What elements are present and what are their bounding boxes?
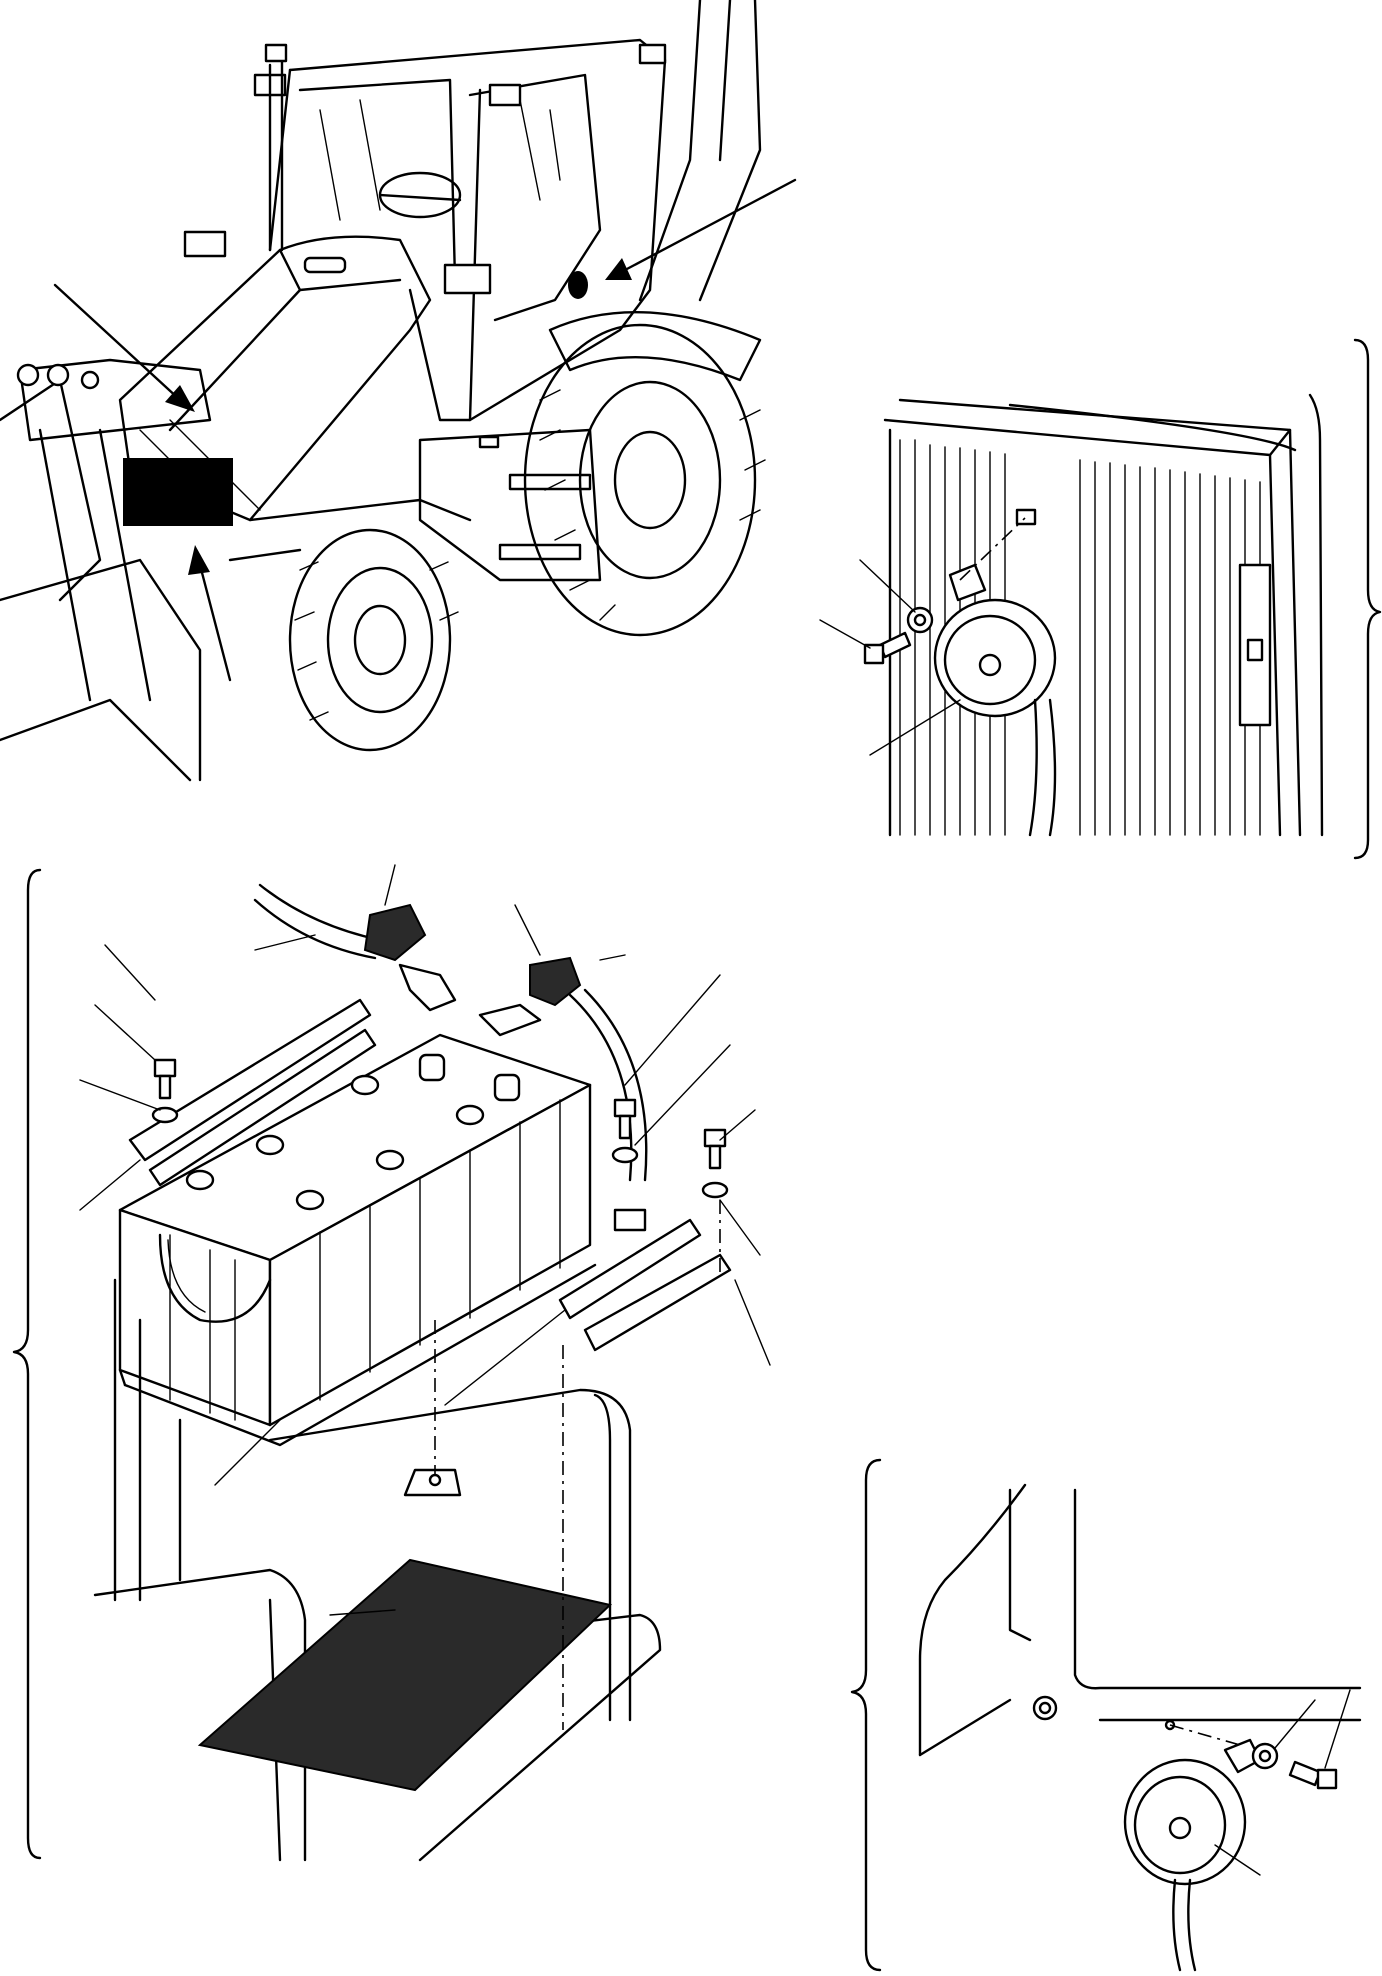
loader-arm — [0, 358, 212, 782]
hold-down-bolts — [151, 1058, 729, 1199]
rubber-mat — [197, 1558, 613, 1792]
horn-icon — [933, 563, 1057, 837]
battery-tray — [93, 1278, 662, 1862]
washer — [906, 606, 934, 634]
battery-exploded-panel — [12, 864, 771, 1862]
horn-icon-front — [1123, 1738, 1262, 1972]
machine-overview-panel — [0, 0, 797, 782]
battery-icon — [118, 1033, 597, 1447]
rear-wheel — [523, 323, 766, 637]
fender-steps — [418, 311, 762, 582]
front-wheel — [288, 528, 459, 752]
battery-cables — [253, 883, 648, 1232]
clamp-rail-left — [128, 998, 372, 1162]
bolt-2 — [1288, 1760, 1322, 1787]
leader-lines — [79, 864, 771, 1616]
bolt — [878, 631, 912, 659]
battery-location-marker — [123, 458, 233, 526]
washer-2 — [1251, 1742, 1279, 1770]
pointer-arrows — [53, 178, 797, 682]
mounting-stud — [1032, 1695, 1058, 1721]
horn-cab-detail-panel — [819, 338, 1382, 860]
mounting-block — [1015, 508, 1037, 526]
detail-brace-left-2 — [850, 1458, 882, 1972]
detail-brace-right — [1353, 338, 1382, 860]
horn-front-detail-panel — [850, 1458, 1362, 1972]
horn-location-marker — [568, 271, 588, 299]
operator-cab — [183, 0, 762, 422]
detail-brace-left — [12, 868, 42, 1860]
clamp-rail-right — [558, 1218, 702, 1320]
